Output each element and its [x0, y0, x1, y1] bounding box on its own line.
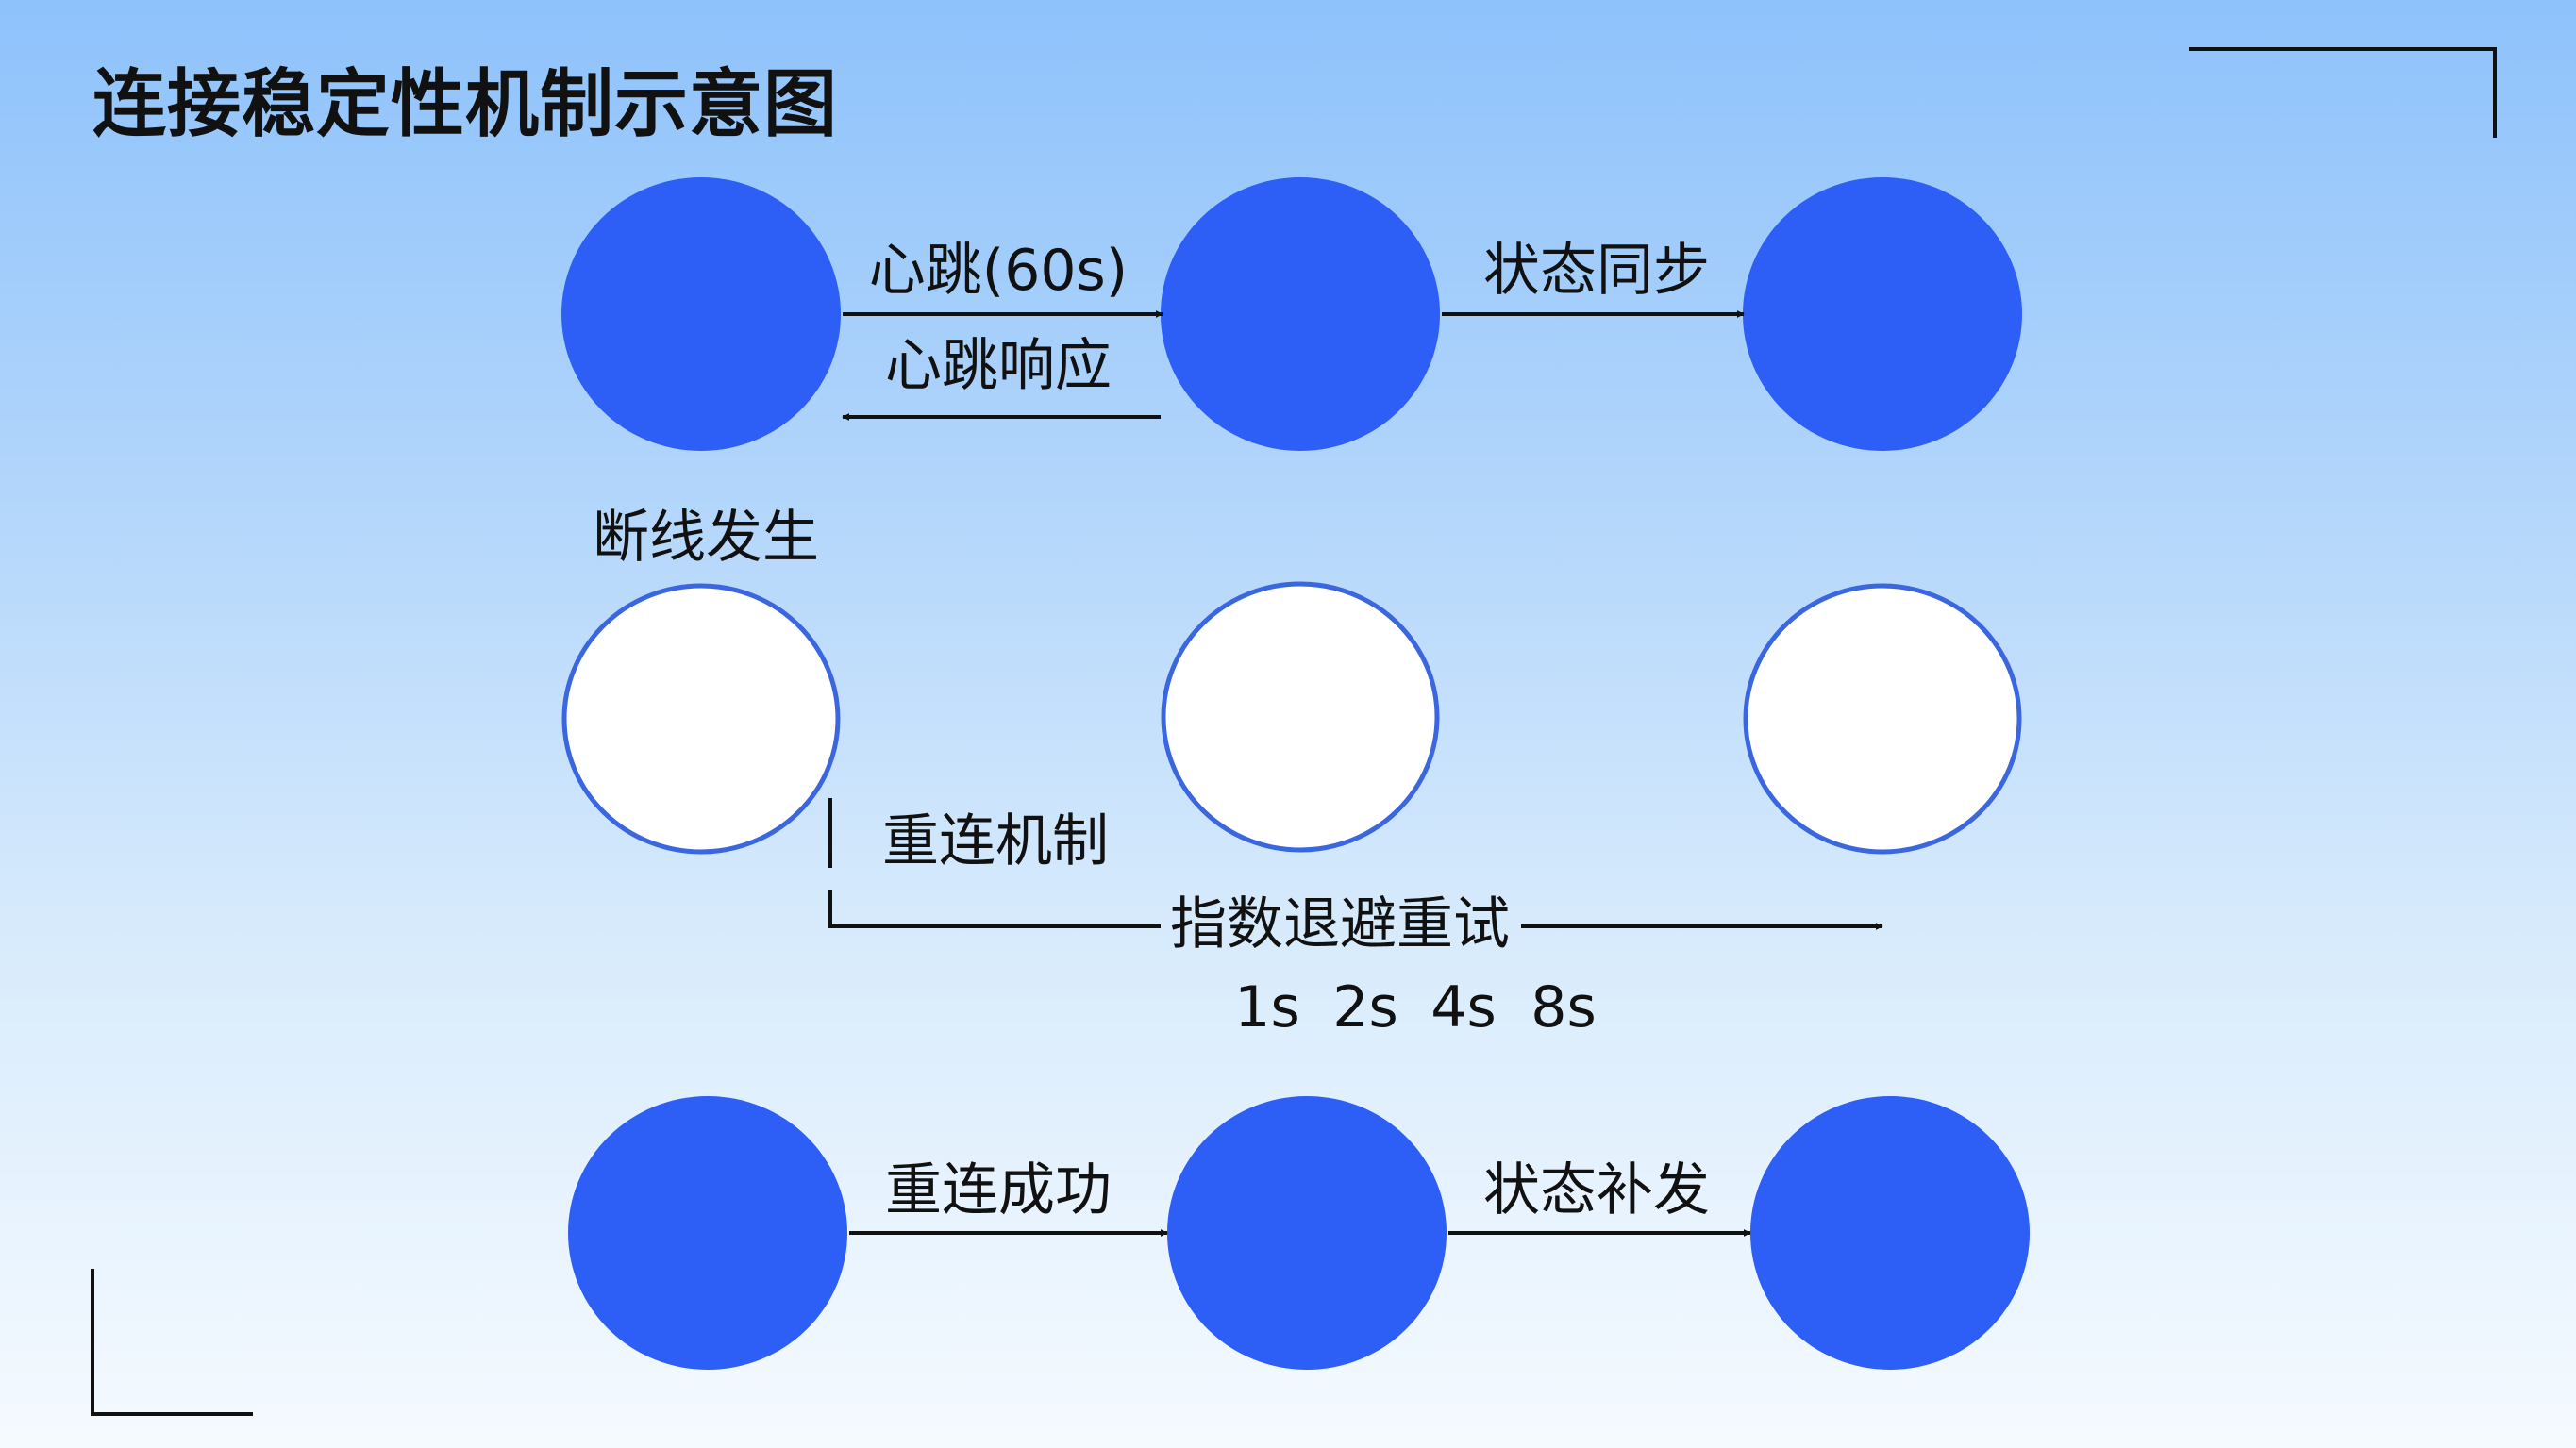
node-server-connected: [1161, 177, 1440, 451]
heartbeat-label: 心跳(60s): [869, 238, 1128, 304]
node-client-connected: [561, 177, 841, 451]
retry-interval-3: 4s: [1430, 974, 1496, 1040]
diagram-title: 连接稳定性机制示意图: [92, 62, 839, 147]
retry-interval-4: 8s: [1531, 974, 1596, 1040]
reconnect-success-label: 重连成功: [885, 1157, 1112, 1223]
node-state-resent: [1750, 1096, 2030, 1370]
disconnect-label: 断线发生: [593, 505, 819, 571]
reconnect-mechanism-label: 重连机制: [882, 808, 1109, 874]
retry-interval-2: 2s: [1332, 974, 1397, 1040]
node-state-disconnected: [1743, 583, 2022, 855]
backoff-retry-label: 指数退避重试: [1170, 891, 1510, 957]
heartbeat-response-label: 心跳响应: [885, 333, 1112, 399]
node-client-reconnected: [568, 1096, 847, 1370]
retry-interval-1: 1s: [1234, 974, 1299, 1040]
corner-bracket-top-right: [2189, 47, 2497, 138]
node-server-reconnected: [1167, 1096, 1447, 1370]
node-state-synced: [1743, 177, 2022, 451]
node-client-disconnected: [561, 583, 841, 855]
backoff-retry-line: [828, 890, 1161, 928]
state-sync-label: 状态同步: [1483, 238, 1710, 304]
corner-bracket-bottom-left: [91, 1269, 253, 1416]
state-resend-label: 状态补发: [1483, 1157, 1710, 1223]
node-server-disconnected: [1161, 581, 1440, 853]
